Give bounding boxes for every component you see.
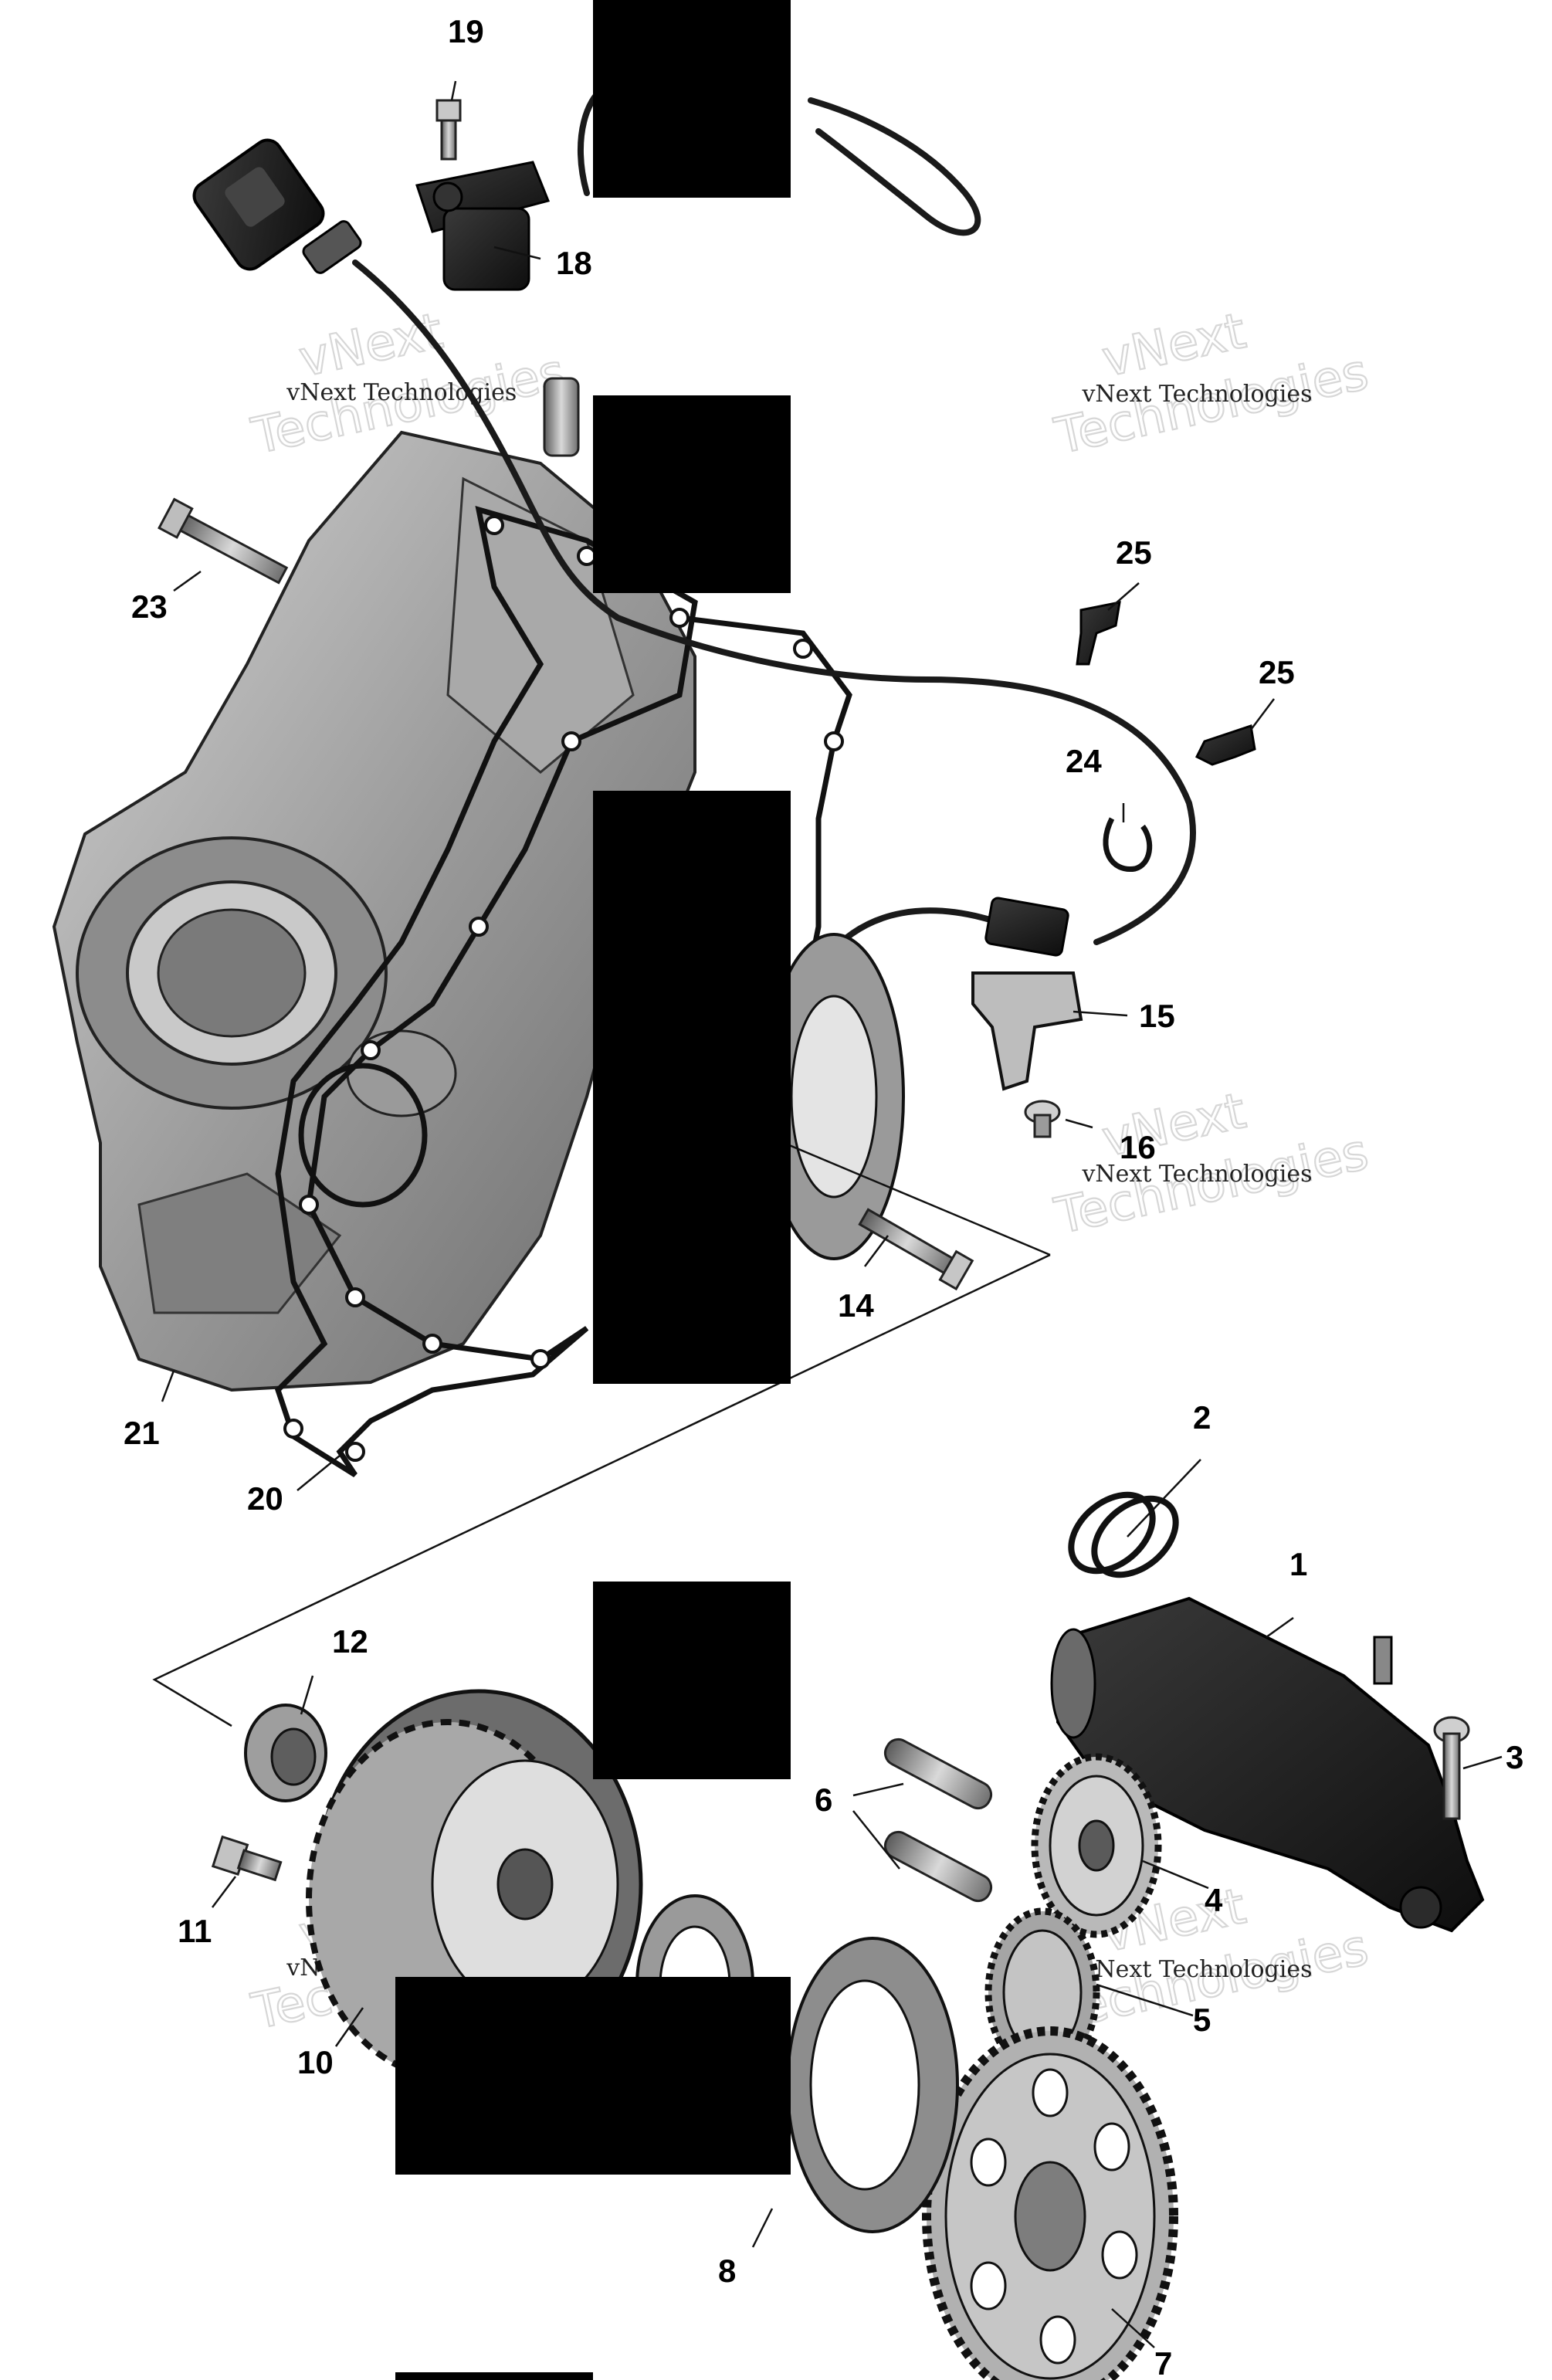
redaction-block-6 [395, 2372, 593, 2380]
flywheel-bolt [211, 1835, 283, 1882]
callout-3: 3 [1506, 1739, 1523, 1775]
gasket-bolt-holes [283, 515, 844, 1462]
callout-4: 4 [1205, 1882, 1223, 1918]
stator-screw [858, 1208, 974, 1291]
callout-6: 6 [815, 1782, 832, 1818]
harness-bracket [971, 971, 1083, 1091]
callout-12: 12 [332, 1623, 368, 1660]
callout-10: 10 [297, 2044, 334, 2080]
callout-25-lower: 25 [1259, 654, 1295, 690]
starter-drive-gear [922, 2026, 1178, 2380]
callout-5: 5 [1193, 2002, 1211, 2038]
callout-8: 8 [718, 2253, 736, 2289]
starter-bolt [1433, 1716, 1470, 1820]
callout-7: 7 [1154, 2345, 1172, 2380]
redaction-block-2 [593, 395, 791, 593]
dowel-sleeve [543, 377, 580, 457]
callout-1: 1 [1289, 1546, 1307, 1582]
callout-21: 21 [124, 1415, 160, 1451]
grommet-25-lower [1194, 724, 1256, 766]
flywheel-nut [244, 1704, 327, 1802]
stator-connector [984, 897, 1069, 957]
callout-14: 14 [838, 1287, 874, 1324]
grommet-25-upper [1076, 601, 1121, 666]
harness-connector [192, 138, 362, 274]
redaction-block-5 [395, 1977, 791, 2175]
callout-16: 16 [1120, 1129, 1156, 1165]
redaction-blocks [395, 0, 791, 2380]
callout-2: 2 [1193, 1399, 1211, 1436]
callout-labels: 1 2 3 4 5 6 7 8 10 11 12 14 15 16 18 19 … [124, 13, 1523, 2380]
bracket-screw [1024, 1100, 1061, 1138]
svg-text:vNext Technologies: vNext Technologies [286, 379, 517, 406]
thrust-ring [786, 1937, 959, 2233]
watermark-top-right: vNext Technologies vNext Technologies [1049, 302, 1374, 466]
callout-15: 15 [1139, 998, 1175, 1034]
callout-18: 18 [556, 245, 592, 281]
svg-text:vNext Technologies: vNext Technologies [1081, 1956, 1312, 1983]
bolt-23 [158, 497, 289, 585]
callout-11: 11 [178, 1913, 212, 1949]
o-rings [1068, 1491, 1179, 1578]
gear-pins [883, 1738, 993, 1903]
svg-text:vNext Technologies: vNext Technologies [1081, 1161, 1312, 1188]
redaction-block-3 [593, 791, 791, 1384]
sensor-screw [435, 99, 462, 161]
redaction-block-4 [593, 1582, 791, 1779]
callout-23: 23 [131, 588, 168, 625]
callout-20: 20 [247, 1480, 283, 1517]
idler-gear-4 [1031, 1753, 1162, 1938]
position-sensor [415, 161, 551, 291]
cable-tie [1103, 817, 1153, 873]
callout-24: 24 [1066, 743, 1102, 779]
watermark-mid-right: vNext Technologies vNext Technologies [1049, 1082, 1374, 1246]
leader-lines [161, 80, 1503, 2348]
callout-25-upper: 25 [1116, 534, 1152, 571]
callout-19: 19 [448, 13, 484, 49]
svg-text:vNext Technologies: vNext Technologies [1081, 381, 1312, 408]
redaction-block-1 [593, 0, 791, 198]
